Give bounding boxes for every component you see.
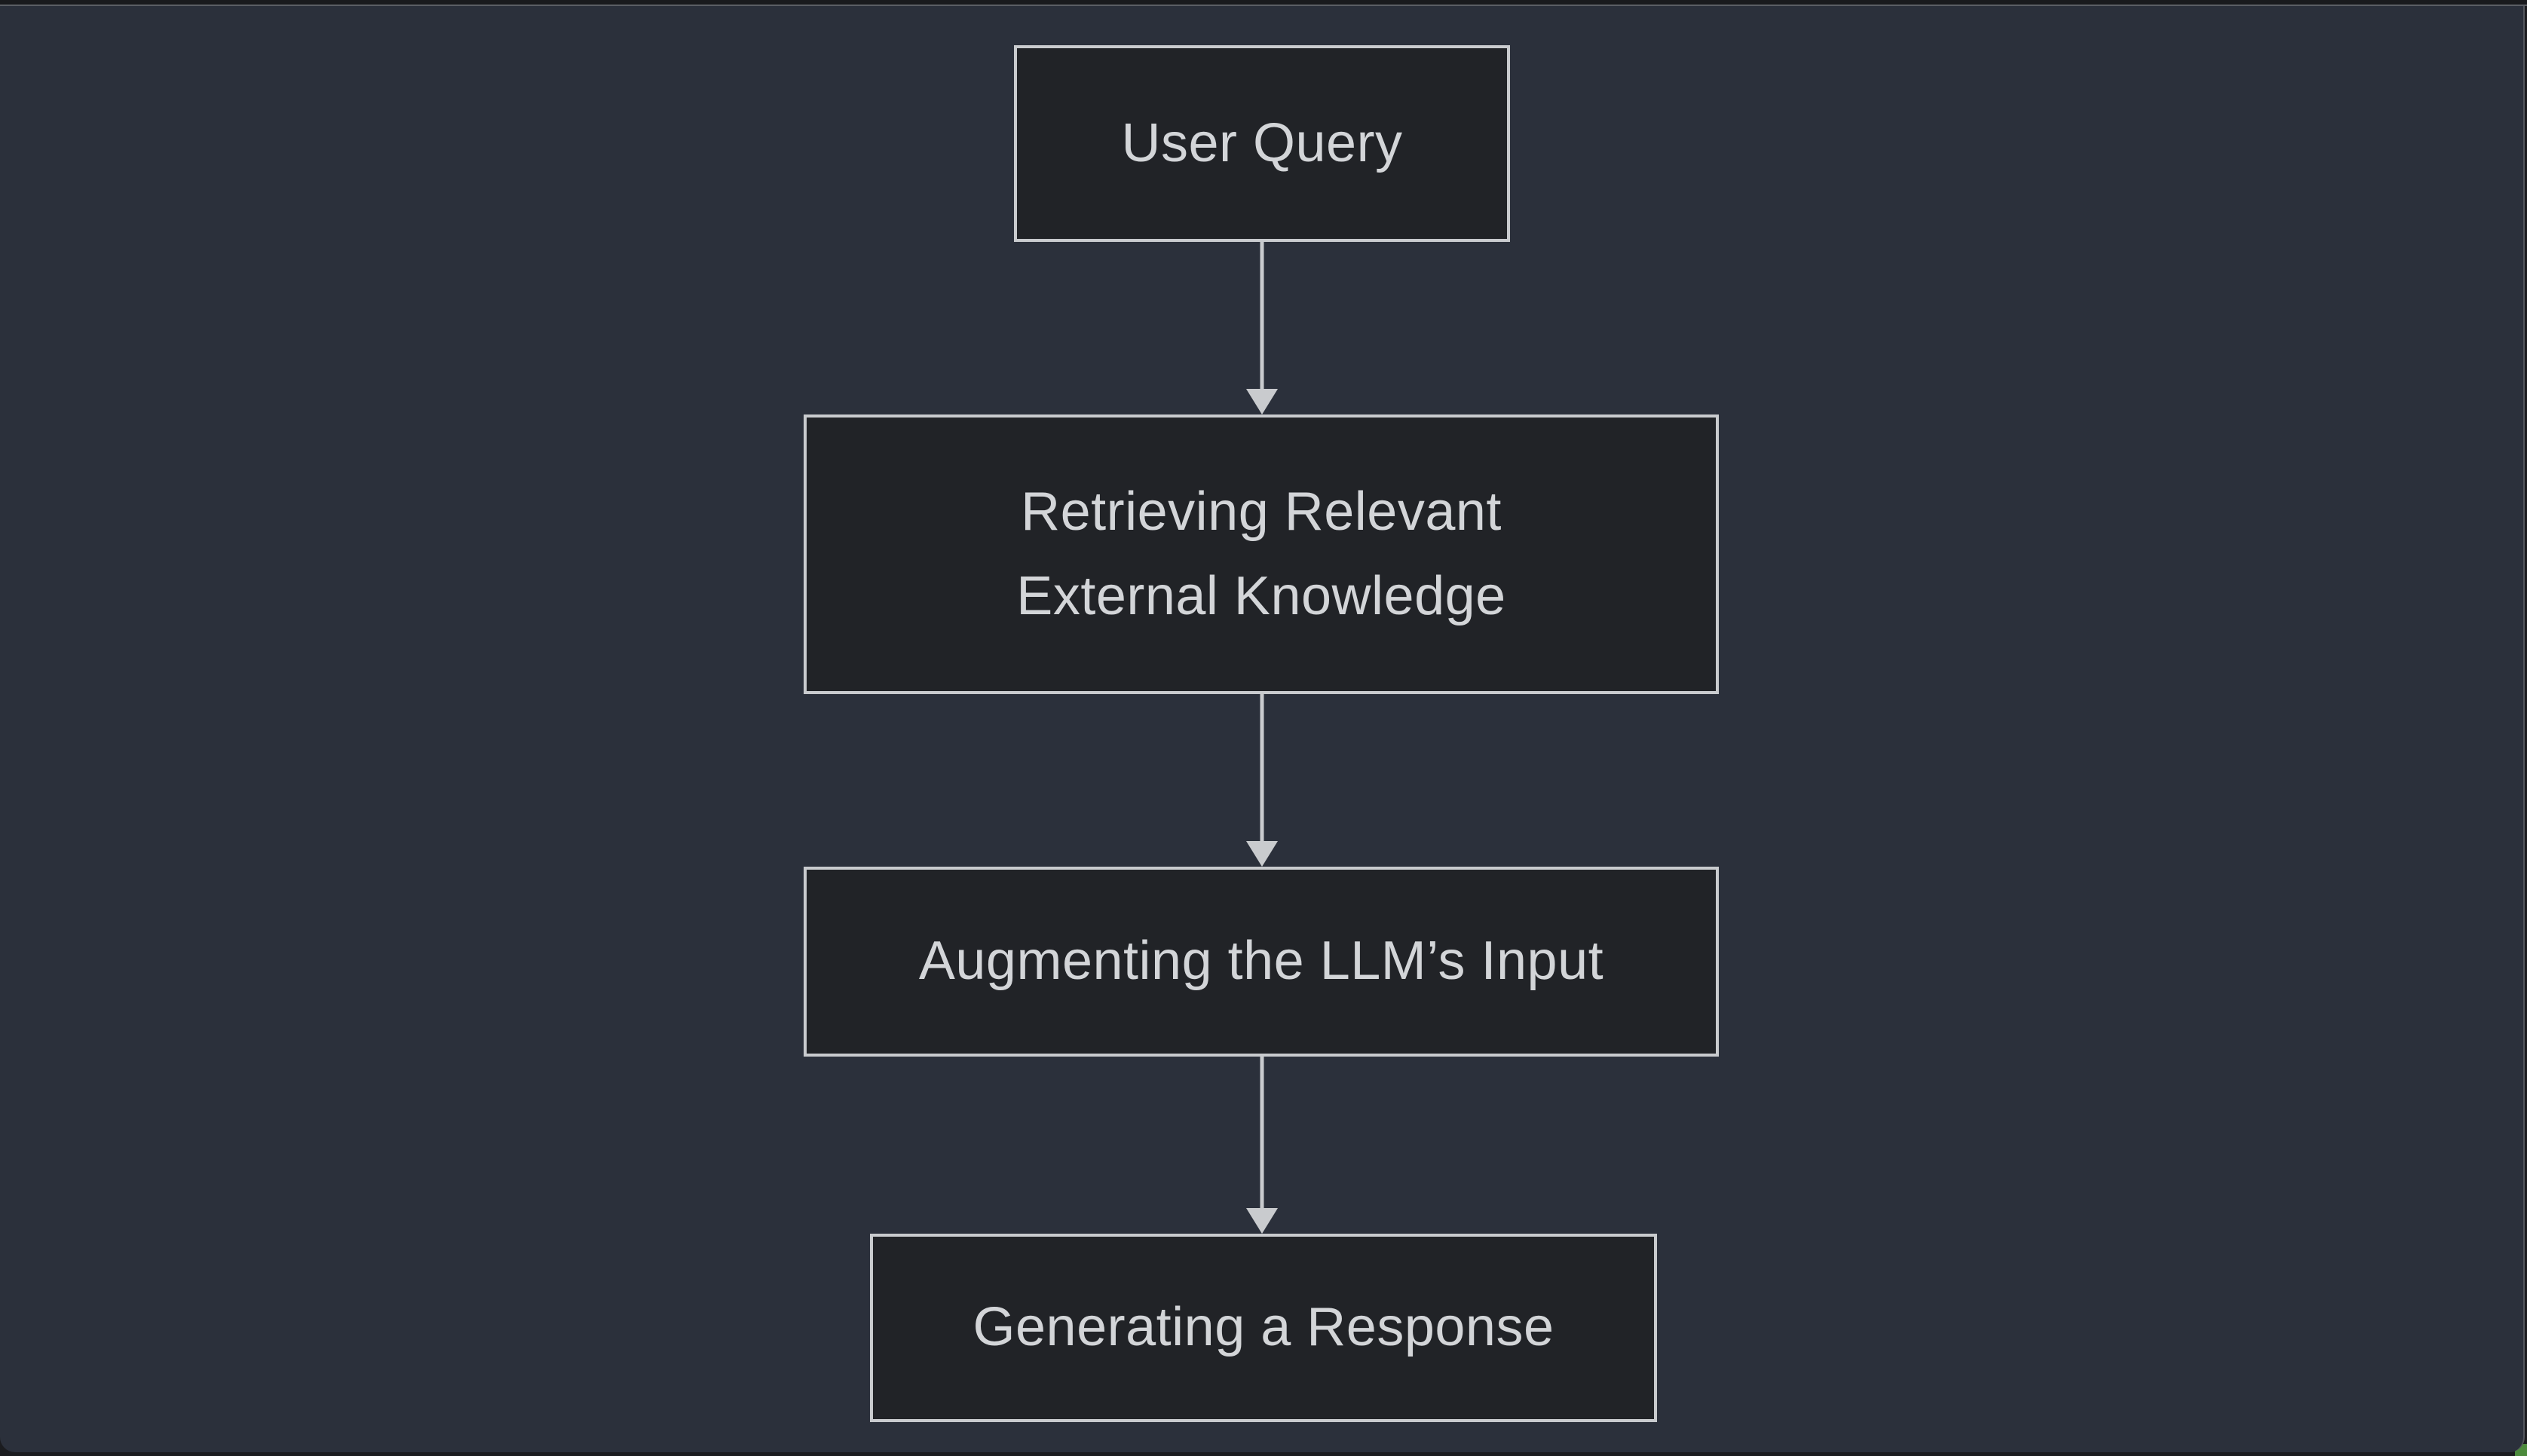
flow-arrow-query-to-retrieval: [1244, 242, 1280, 414]
node-label-line: Retrieving Relevant: [1021, 481, 1502, 542]
node-label-line: External Knowledge: [1016, 565, 1506, 626]
arrow-line: [1260, 694, 1264, 846]
arrow-line: [1260, 242, 1264, 393]
node-label-line: Generating a Response: [973, 1297, 1554, 1358]
flow-node-user-query[interactable]: User Query: [1014, 45, 1510, 242]
node-label-line: User Query: [1121, 112, 1403, 173]
window-top-strip: [0, 0, 2527, 6]
arrowhead-down-icon: [1246, 389, 1278, 414]
arrowhead-down-icon: [1246, 1208, 1278, 1234]
flow-node-retrieving-external-knowledge[interactable]: Retrieving Relevant External Knowledge: [804, 414, 1719, 694]
arrow-line: [1260, 1057, 1264, 1213]
flow-arrow-retrieval-to-augment: [1244, 694, 1280, 867]
flow-node-generating-response[interactable]: Generating a Response: [870, 1234, 1657, 1422]
node-label-line: Augmenting the LLM’s Input: [918, 931, 1604, 992]
flow-node-augmenting-llm-input[interactable]: Augmenting the LLM’s Input: [804, 867, 1719, 1057]
diagram-canvas: User Query Retrieving Relevant External …: [0, 6, 2525, 1452]
arrowhead-down-icon: [1246, 841, 1278, 867]
flow-arrow-augment-to-generate: [1244, 1057, 1280, 1234]
